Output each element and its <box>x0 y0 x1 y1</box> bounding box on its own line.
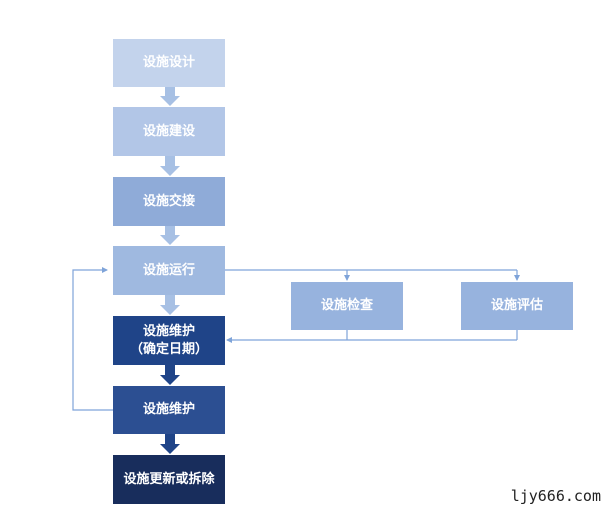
node-evaluate-label: 设施评估 <box>490 298 543 313</box>
node-design: 设施设计 <box>113 39 225 87</box>
node-build-label: 设施建设 <box>142 123 195 139</box>
node-inspect: 设施检查 <box>291 282 403 330</box>
node-renew-label: 设施更新或拆除 <box>123 471 215 487</box>
node-design-label: 设施设计 <box>142 55 195 70</box>
node-maintain-scheduled-line2: （确定日期） <box>129 341 208 357</box>
node-operate-label: 设施运行 <box>142 262 195 278</box>
node-maintain-scheduled: 设施维护 （确定日期） <box>113 316 225 365</box>
watermark: ljy666.com <box>510 487 601 505</box>
arrow-handover-to-operate <box>160 226 180 245</box>
node-evaluate: 设施评估 <box>461 282 573 330</box>
node-handover: 设施交接 <box>113 177 225 226</box>
node-renew: 设施更新或拆除 <box>113 455 225 504</box>
node-handover-label: 设施交接 <box>142 193 195 209</box>
loop-maintain-to-operate <box>72 267 113 411</box>
node-maintain-scheduled-line1: 设施维护 <box>142 323 195 339</box>
arrow-operate-to-maintain-scheduled <box>160 295 180 315</box>
node-operate: 设施运行 <box>113 246 225 295</box>
node-build: 设施建设 <box>113 107 225 156</box>
arrow-maintain-scheduled-to-maintain <box>160 365 180 385</box>
arrow-maintain-to-renew <box>160 434 180 454</box>
node-maintain-label: 设施维护 <box>142 402 195 417</box>
arrow-design-to-build <box>160 87 180 106</box>
node-inspect-label: 设施检查 <box>320 298 373 313</box>
arrow-build-to-handover <box>160 156 180 176</box>
node-maintain: 设施维护 <box>113 386 225 434</box>
